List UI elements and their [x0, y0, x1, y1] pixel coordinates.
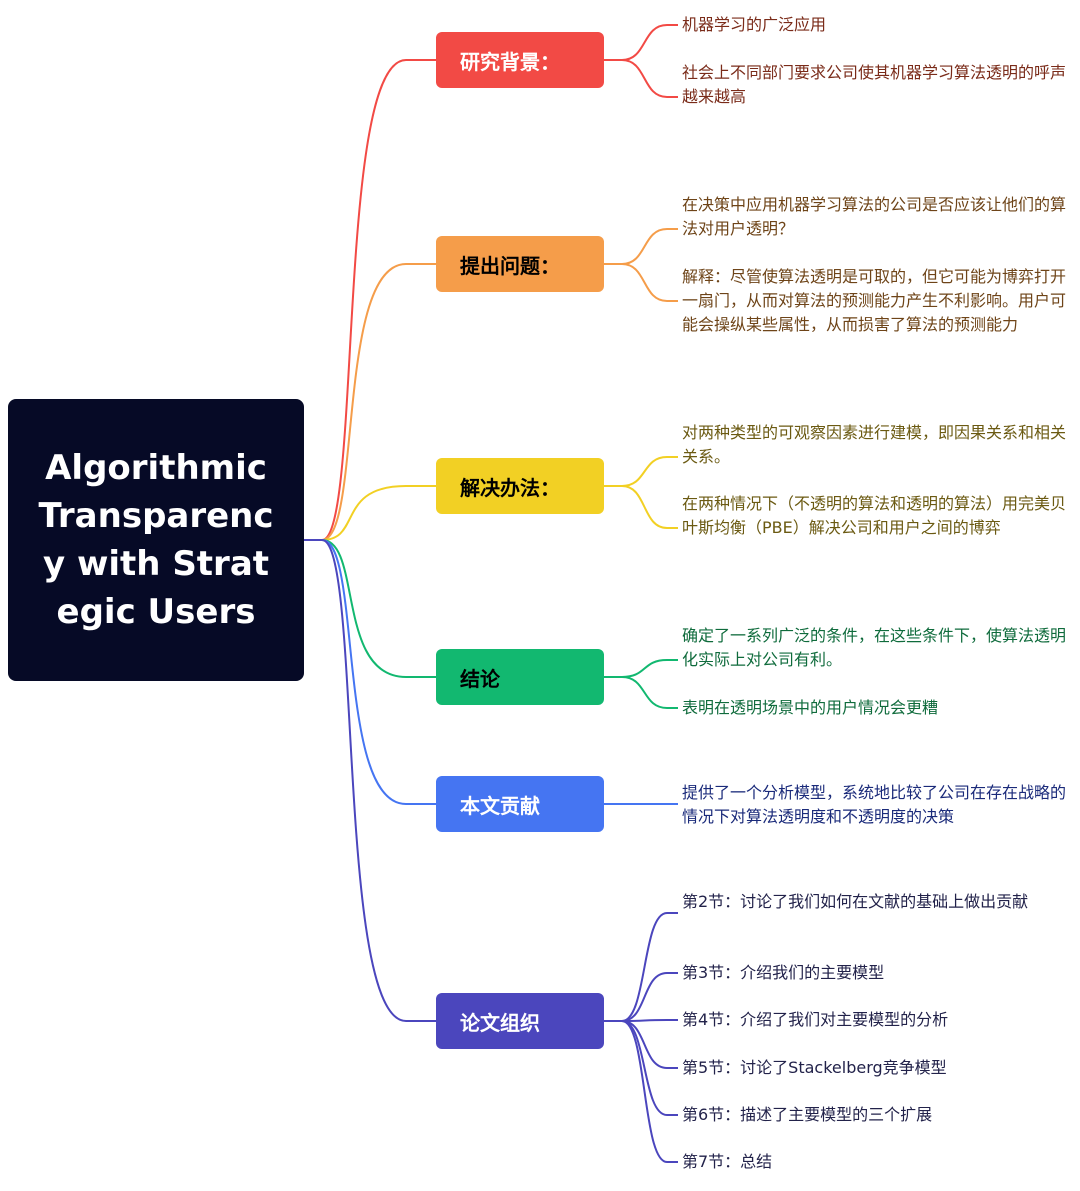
leaf-solution-2[interactable]: 在两种情况下（不透明的算法和透明的算法）用完美贝叶斯均衡（PBE）解决公司和用户… — [682, 494, 1067, 537]
leaf-problem-2[interactable]: 解释：尽管使算法透明是可取的，但它可能为博弈打开一扇门，从而对算法的预测能力产生… — [682, 267, 1067, 334]
connector-branch-0 — [321, 59, 436, 541]
leaf-organization-section-6[interactable]: 第6节：描述了主要模型的三个扩展 — [682, 1105, 933, 1124]
connector-branch-4 — [321, 539, 436, 805]
connector-leaf-5-3 — [604, 1020, 678, 1069]
connector-leaf-2-0 — [604, 456, 678, 487]
branch-conclusion[interactable]: 结论 — [436, 649, 604, 705]
connector-leaf-3-0 — [604, 659, 678, 678]
connector-leaf-0-0 — [604, 24, 678, 61]
leaf-research-background-2[interactable]: 社会上不同部门要求公司使其机器学习算法透明的呼声越来越高 — [682, 63, 1067, 106]
connector-leaf-3-1 — [604, 676, 678, 709]
branch-solution[interactable]: 解决办法： — [436, 458, 604, 514]
leaf-conclusion-2[interactable]: 表明在透明场景中的用户情况会更糟 — [682, 698, 939, 717]
leaf-problem-1[interactable]: 在决策中应用机器学习算法的公司是否应该让他们的算法对用户透明？ — [682, 195, 1067, 238]
connector-leaf-5-5 — [604, 1020, 678, 1163]
branch-problem[interactable]: 提出问题： — [436, 236, 604, 292]
leaf-organization-section-5[interactable]: 第5节：讨论了Stackelberg竞争模型 — [682, 1058, 947, 1077]
branch-research-background[interactable]: 研究背景： — [436, 32, 604, 88]
leaf-organization-section-4[interactable]: 第4节：介绍了我们对主要模型的分析 — [682, 1010, 949, 1029]
connector-leaf-0-1 — [604, 59, 678, 98]
leaf-solution-1[interactable]: 对两种类型的可观察因素进行建模，即因果关系和相关关系。 — [682, 423, 1067, 466]
leaf-conclusion-1[interactable]: 确定了一系列广泛的条件，在这些条件下，使算法透明化实际上对公司有利。 — [682, 626, 1067, 669]
connector-branch-2 — [321, 485, 436, 541]
connector-branch-3 — [321, 539, 436, 678]
leaf-organization-section-7[interactable]: 第7节：总结 — [682, 1152, 773, 1171]
connector-leaf-2-1 — [604, 485, 678, 529]
leaf-organization-section-3[interactable]: 第3节：介绍我们的主要模型 — [682, 963, 885, 982]
connector-leaf-1-1 — [604, 263, 678, 302]
branch-paper-organization[interactable]: 论文组织 — [436, 993, 604, 1049]
leaf-contribution-1[interactable]: 提供了一个分析模型，系统地比较了公司在存在战略的情况下对算法透明度和不透明度的决… — [682, 783, 1067, 826]
connector-branch-1 — [321, 263, 436, 541]
leaf-organization-section-2[interactable]: 第2节：讨论了我们如何在文献的基础上做出贡献 — [682, 892, 1029, 911]
branch-contribution[interactable]: 本文贡献 — [436, 776, 604, 832]
root-topic[interactable]: Algorithmic Transparency with Strategic … — [8, 399, 304, 681]
connector-leaf-1-0 — [604, 228, 678, 265]
connector-branch-5 — [321, 539, 436, 1022]
leaf-research-background-1[interactable]: 机器学习的广泛应用 — [682, 15, 827, 34]
